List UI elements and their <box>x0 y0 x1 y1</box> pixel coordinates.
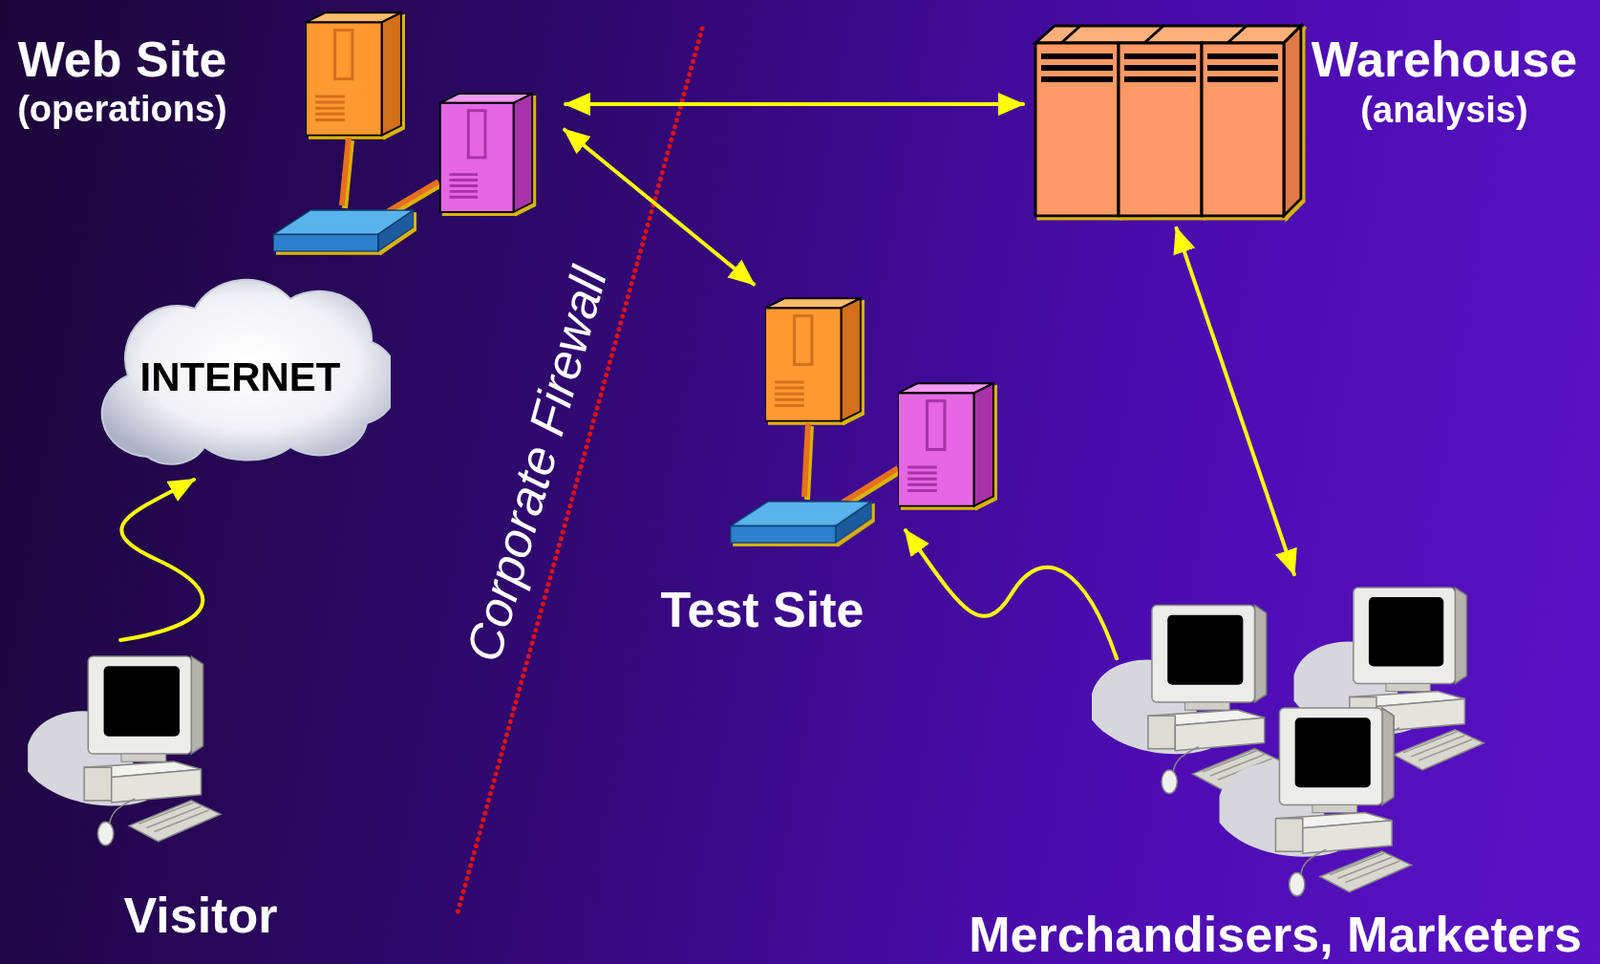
warehouse-cabinets <box>1035 25 1302 216</box>
user-computer: Visitor <box>19 640 287 951</box>
web-servers <box>273 12 533 252</box>
node-subtitle: (analysis) <box>1360 91 1528 128</box>
data-flow-arrow <box>564 129 754 285</box>
node-title: Visitor <box>124 890 278 940</box>
firewall-label: Corporate Firewall <box>457 261 615 666</box>
server-group: Test Site <box>649 286 1013 645</box>
node-subtitle: (operations) <box>17 90 228 128</box>
visitor-computer <box>27 656 221 846</box>
marketer-computer <box>1219 707 1412 896</box>
server-group: Web Site (operations) <box>9 9 562 268</box>
node-title: Warehouse <box>1311 34 1578 85</box>
warehouse-group: Warehouse (analysis) <box>1026 17 1591 225</box>
user-group: Merchandisers, Marketers <box>955 577 1594 961</box>
network-link <box>120 479 203 640</box>
test-servers <box>730 298 994 543</box>
data-flow-arrow <box>1176 228 1295 575</box>
internet-cloud: INTERNET <box>89 275 391 480</box>
node-title: INTERNET <box>140 357 342 398</box>
node-title: Test Site <box>661 584 865 635</box>
data-flow-arrow <box>565 102 1024 107</box>
network-link <box>905 530 1117 659</box>
node-title: Web Site <box>18 34 228 85</box>
node-title: Merchandisers, Marketers <box>968 909 1582 960</box>
